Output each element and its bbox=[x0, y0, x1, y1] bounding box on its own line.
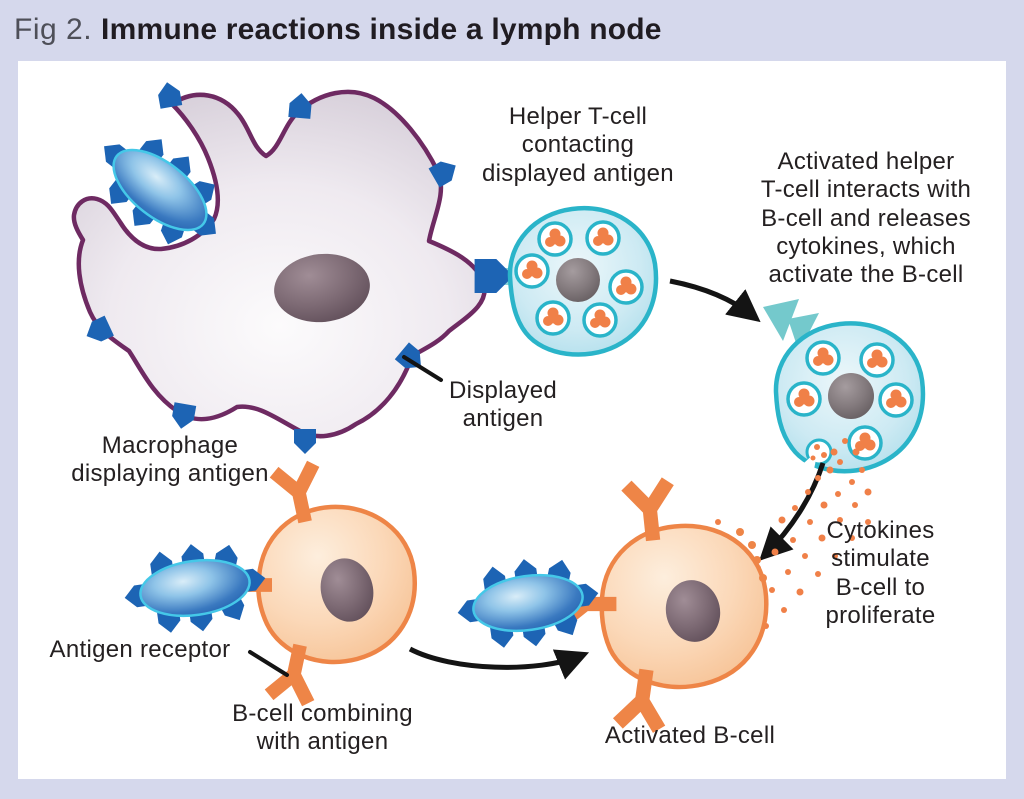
helper-t-cell bbox=[507, 205, 659, 357]
antigen-pathogen-activated-bcell bbox=[452, 550, 605, 657]
activated-b-cell bbox=[559, 481, 769, 729]
diagram-svg bbox=[71, 80, 926, 779]
membrane-bumps bbox=[736, 528, 767, 582]
label-activated-helper: Activated helper T-cell interacts with B… bbox=[760, 148, 972, 289]
diagram-canvas bbox=[18, 61, 1006, 779]
tcell-nucleus bbox=[828, 373, 874, 419]
antigen-pathogen-bcell bbox=[119, 535, 272, 642]
b-cell-combining bbox=[217, 464, 417, 703]
label-macrophage: Macrophage displaying antigen bbox=[71, 432, 269, 488]
bcell-nucleus bbox=[320, 558, 374, 622]
arrow-tcell-to-activated bbox=[669, 278, 761, 323]
macrophage-nucleus bbox=[274, 253, 370, 323]
arrow-bcell-to-activated bbox=[408, 646, 590, 680]
bcell-nucleus bbox=[665, 580, 721, 642]
pointer-line-displayed-antigen bbox=[402, 355, 443, 382]
figure-number: Fig 2. bbox=[14, 13, 93, 46]
label-displayed-antigen: Displayed antigen bbox=[448, 377, 558, 433]
label-bcell-combining: B-cell combining with antigen bbox=[232, 700, 413, 756]
tcell-nucleus bbox=[556, 258, 600, 302]
activated-helper-t-cell bbox=[773, 321, 926, 474]
pointer-line-antigen-receptor bbox=[248, 650, 289, 677]
label-antigen-receptor: Antigen receptor bbox=[49, 636, 231, 663]
figure-title-bar: Fig 2. Immune reactions inside a lymph n… bbox=[0, 0, 1024, 60]
macrophage-cell bbox=[71, 80, 487, 454]
figure-title: Immune reactions inside a lymph node bbox=[101, 13, 662, 46]
label-helper-tcell: Helper T-cell contacting displayed antig… bbox=[482, 103, 674, 187]
arrow-cytokines-to-bcell bbox=[759, 462, 826, 561]
label-cytokines: Cytokines stimulate B-cell to proliferat… bbox=[825, 517, 936, 629]
label-activated-bcell: Activated B-cell bbox=[604, 722, 776, 749]
